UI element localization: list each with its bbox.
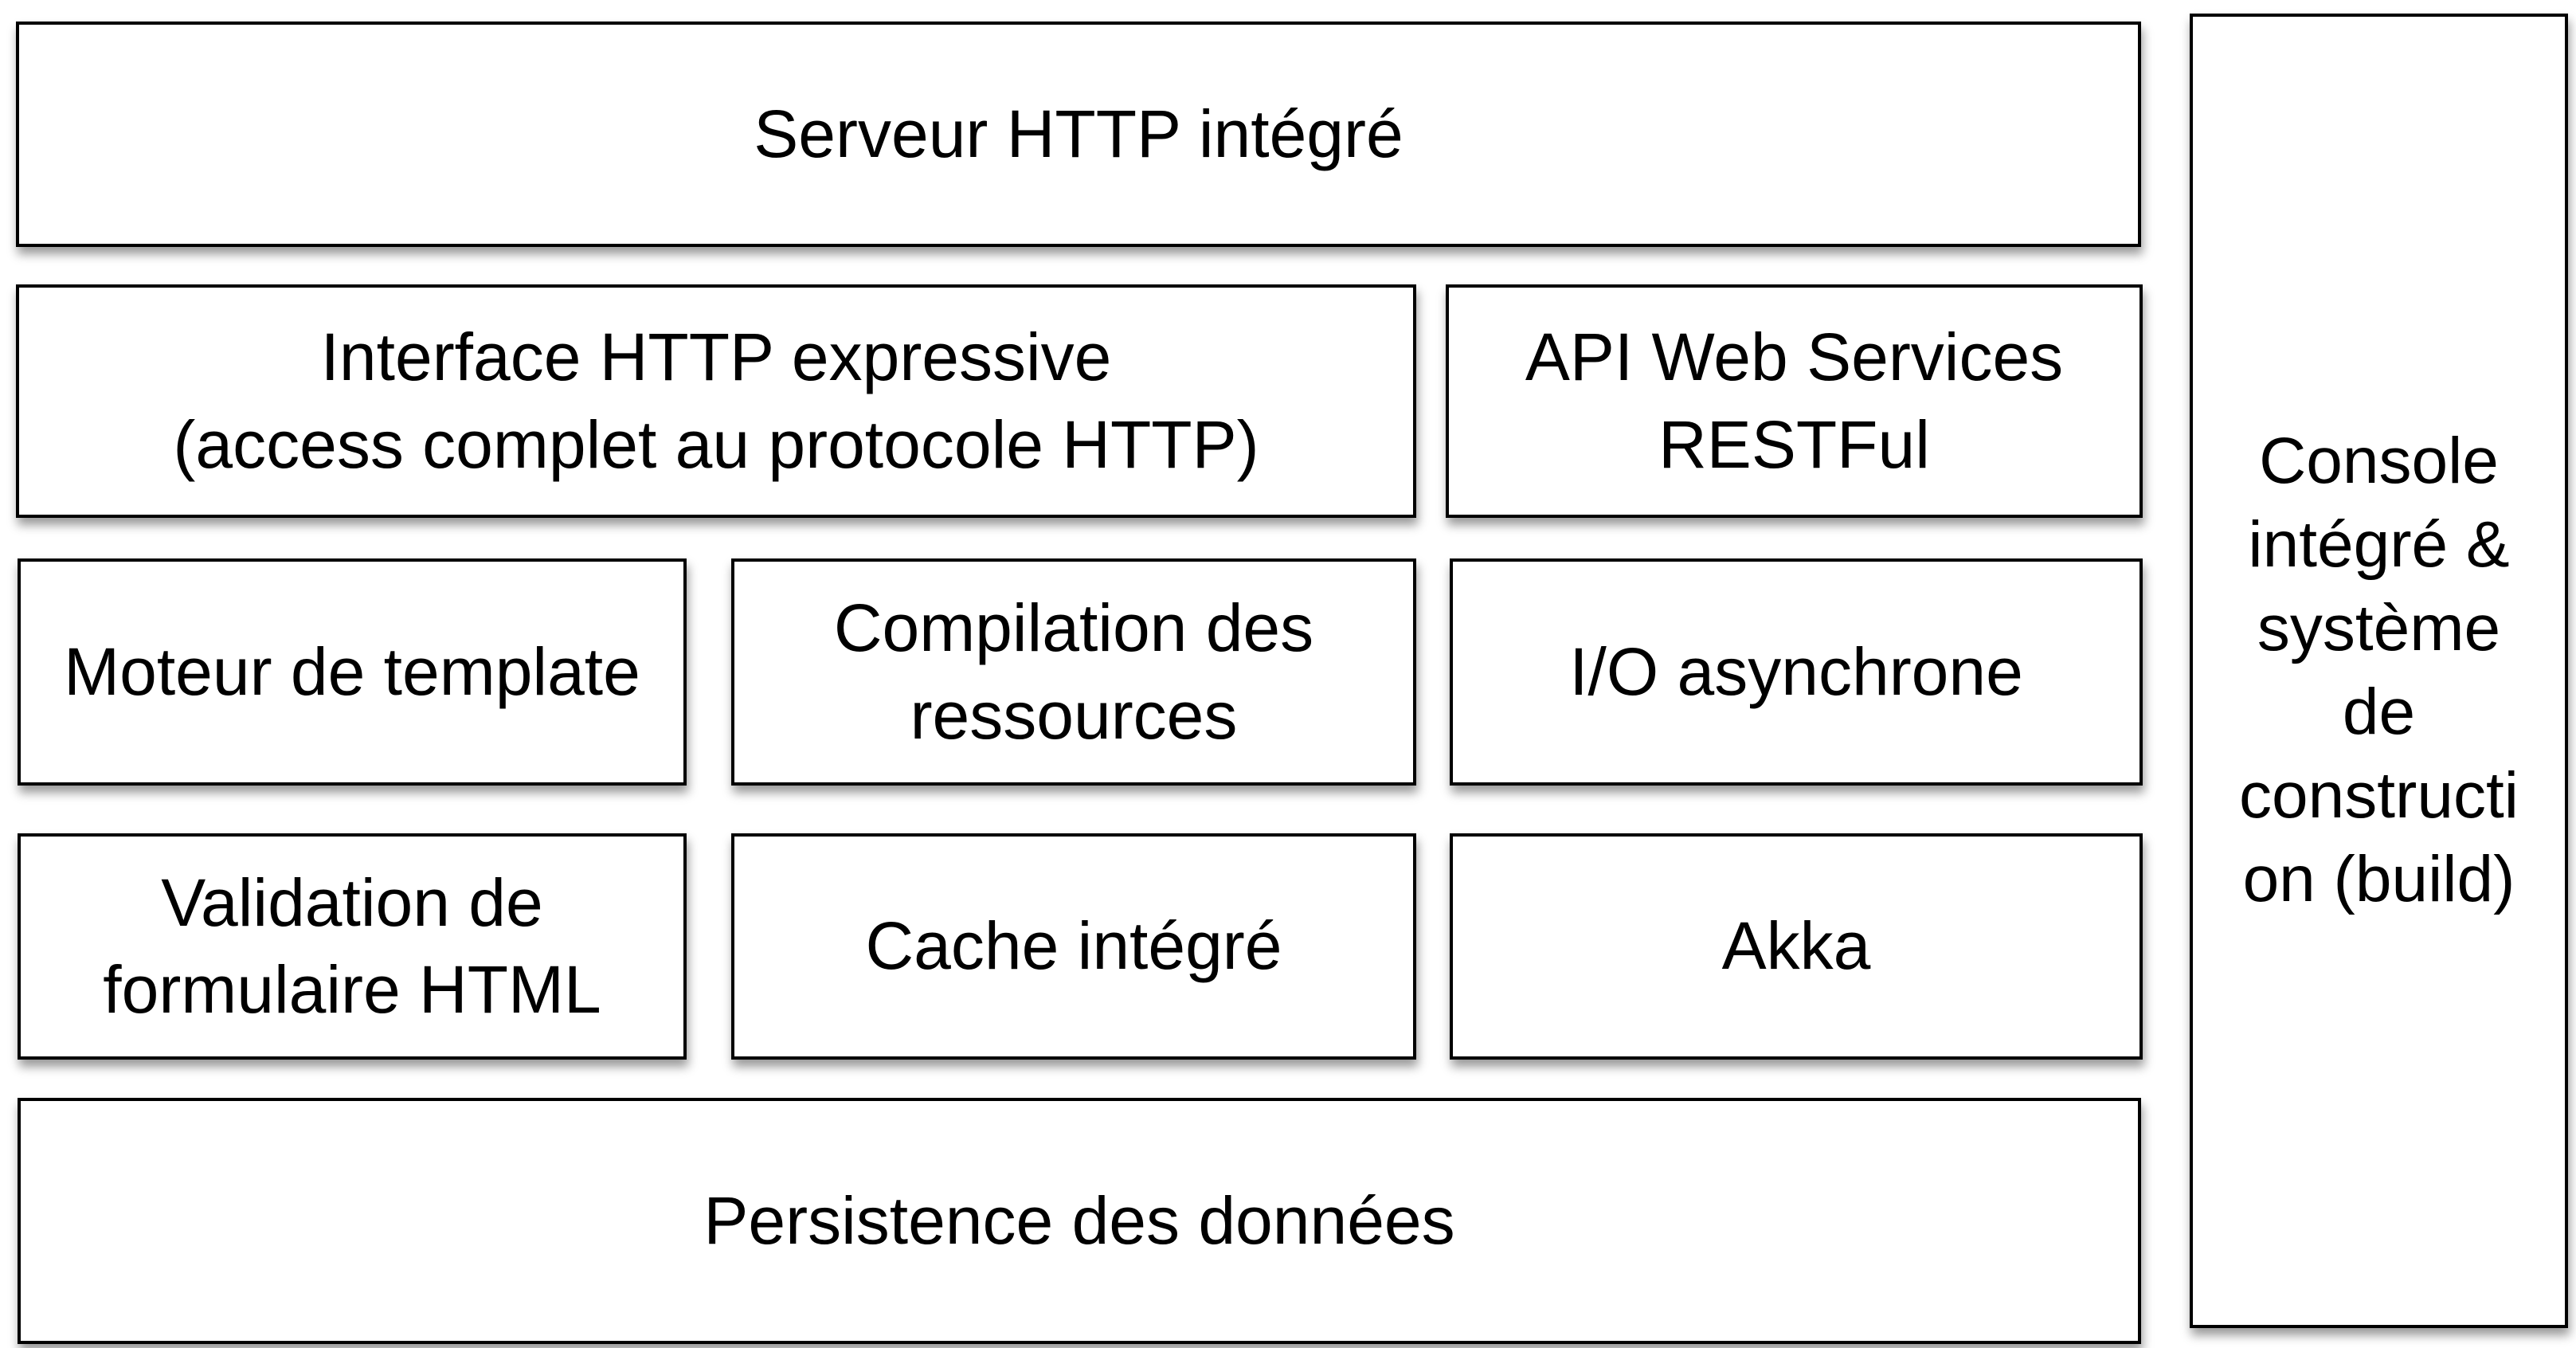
box-io-asynchrone: I/O asynchrone xyxy=(1450,558,2143,786)
box-label: Console intégré & système de constructi … xyxy=(2239,425,2519,915)
box-label: Serveur HTTP intégré xyxy=(754,96,1403,171)
box-label: Persistence des données xyxy=(703,1182,1455,1258)
box-label: I/O asynchrone xyxy=(1569,633,2023,709)
box-serveur-http-integre: Serveur HTTP intégré xyxy=(16,22,2141,247)
box-cache-integre: Cache intégré xyxy=(731,833,1416,1060)
box-label: Cache intégré xyxy=(865,908,1282,984)
box-interface-http-expressive: Interface HTTP expressive (access comple… xyxy=(16,284,1416,518)
box-label: API Web Services RESTFul xyxy=(1525,319,2064,482)
box-label: Validation de formulaire HTML xyxy=(103,864,601,1027)
box-console-integre-systeme-build: Console intégré & système de constructi … xyxy=(2190,14,2568,1328)
box-label: Moteur de template xyxy=(64,633,640,709)
box-akka: Akka xyxy=(1450,833,2143,1060)
box-persistence-des-donnees: Persistence des données xyxy=(18,1098,2141,1344)
box-moteur-de-template: Moteur de template xyxy=(18,558,687,786)
box-compilation-des-ressources: Compilation des ressources xyxy=(731,558,1416,786)
box-validation-formulaire-html: Validation de formulaire HTML xyxy=(18,833,687,1060)
box-label: Interface HTTP expressive (access comple… xyxy=(173,319,1259,482)
box-label: Akka xyxy=(1721,908,1871,984)
box-api-web-services-restful: API Web Services RESTFul xyxy=(1446,284,2143,518)
box-label: Compilation des ressources xyxy=(833,590,1314,753)
